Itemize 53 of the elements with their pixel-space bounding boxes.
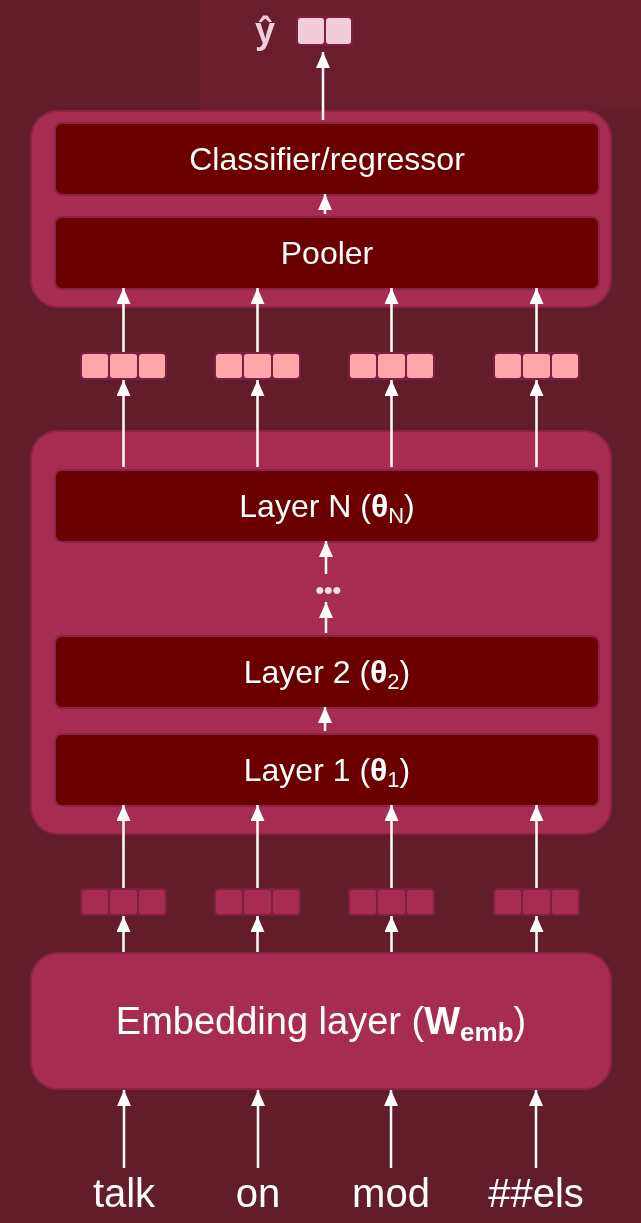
arrow xyxy=(116,288,131,352)
layer-box xyxy=(54,469,600,543)
arrow xyxy=(384,1090,398,1168)
arrow xyxy=(116,380,131,467)
layer-label: Layer N (θ$_{N}$) xyxy=(239,490,415,522)
layer-box xyxy=(54,635,600,709)
token-label: ##els xyxy=(488,1173,584,1213)
embedding-vector xyxy=(493,888,580,916)
embedding-vector xyxy=(80,888,167,916)
arrow xyxy=(116,805,131,888)
arrow xyxy=(529,916,544,952)
head-panel xyxy=(30,110,612,308)
arrow xyxy=(319,602,333,633)
arrow xyxy=(384,805,399,888)
arrow xyxy=(319,541,333,574)
pooler-box xyxy=(54,216,600,290)
classifier-box xyxy=(54,122,600,196)
embedding-vector xyxy=(214,888,301,916)
arrow xyxy=(529,805,544,888)
arrow xyxy=(318,707,332,731)
arrow xyxy=(529,1090,543,1168)
arrow xyxy=(529,380,544,467)
layer-label: Pooler xyxy=(280,237,374,269)
arrow xyxy=(384,288,399,352)
arrow xyxy=(250,380,265,467)
token-vector xyxy=(214,352,301,380)
layer-label: Layer 1 (θ$_{1}$) xyxy=(243,754,411,786)
token-vector xyxy=(80,352,167,380)
token-label: mod xyxy=(352,1173,430,1213)
token-vector xyxy=(348,352,435,380)
arrow xyxy=(316,52,330,120)
token-label: talk xyxy=(92,1173,156,1213)
arrow xyxy=(384,916,399,952)
arrow xyxy=(250,288,265,352)
arrow xyxy=(529,288,544,352)
arrow xyxy=(384,380,399,467)
embedding-label: Embedding layer (W$_{emb}$) xyxy=(115,1002,527,1040)
arrow xyxy=(116,916,131,952)
layer-box xyxy=(54,733,600,807)
embedding-vector xyxy=(348,888,435,916)
token-vector xyxy=(493,352,580,380)
y-hat-symbol: ŷ xyxy=(254,13,276,49)
arrow xyxy=(250,916,265,952)
arrow xyxy=(250,805,265,888)
token-label: on xyxy=(235,1173,281,1213)
arrow xyxy=(318,194,332,214)
ellipsis-text: ••• xyxy=(315,577,341,603)
encoder-panel xyxy=(30,430,612,835)
embedding-layer-box xyxy=(30,952,612,1090)
layer-label: Classifier/regressor xyxy=(189,143,465,175)
arrow xyxy=(251,1090,265,1168)
arrow xyxy=(117,1090,131,1168)
layer-label: Layer 2 (θ$_{2}$) xyxy=(243,656,411,688)
